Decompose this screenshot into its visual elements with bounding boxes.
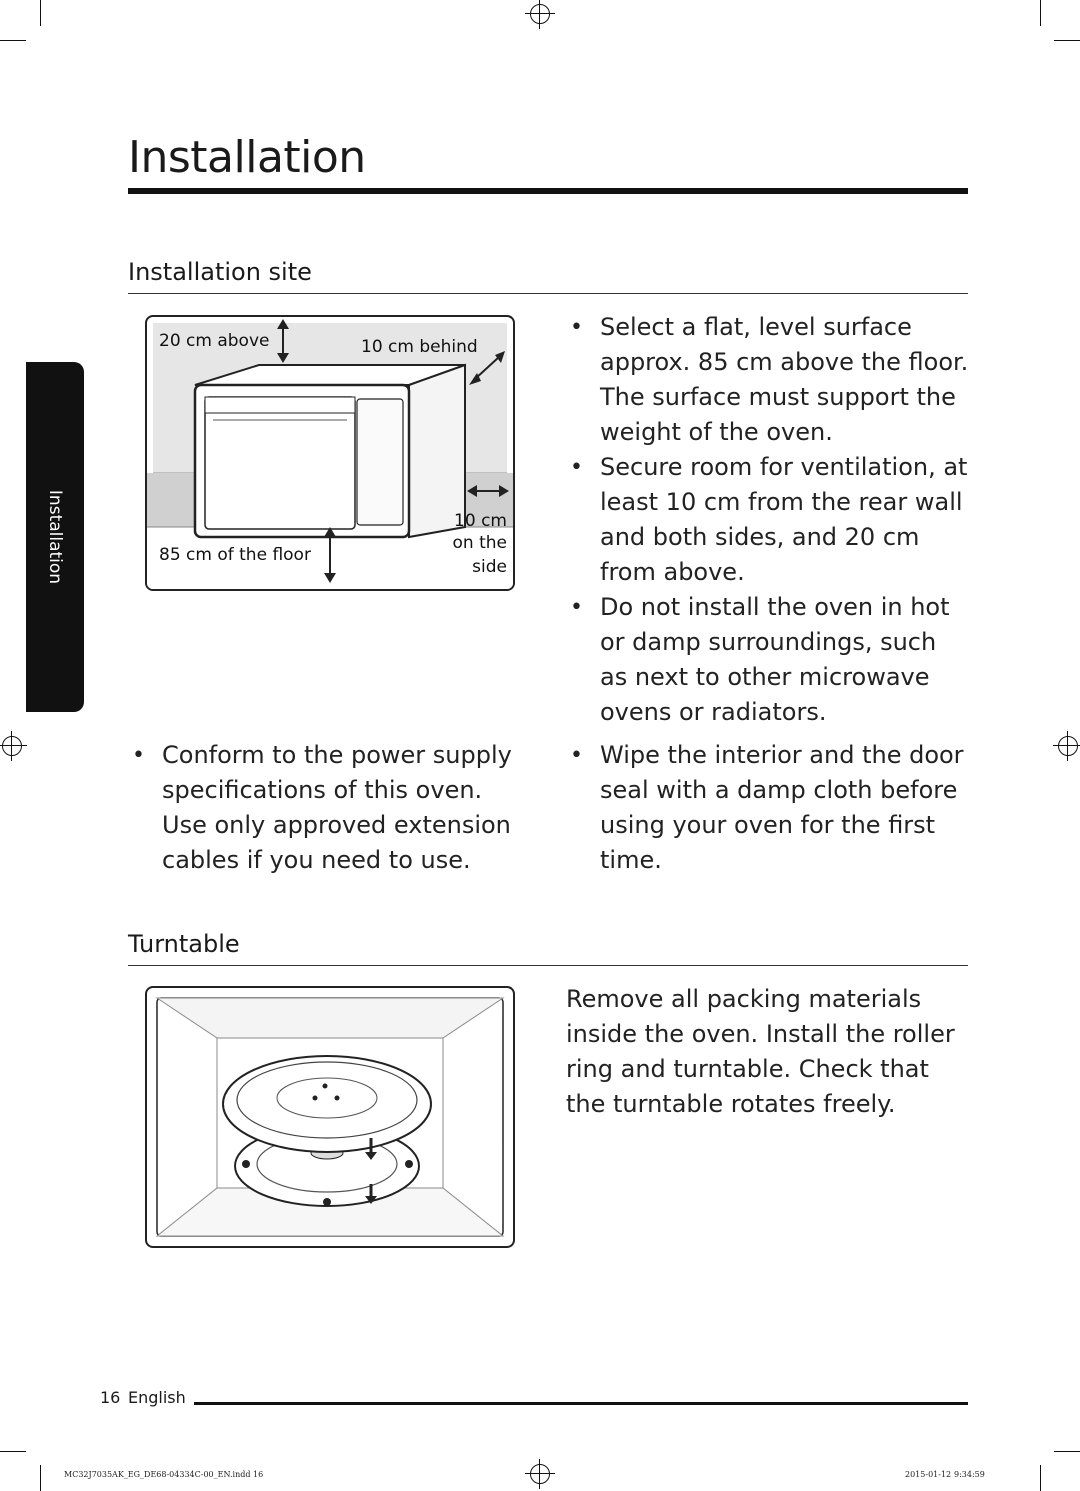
print-date: 2015-01-12 [905, 1470, 952, 1479]
registration-mark-icon [525, 1459, 555, 1489]
crop-mark [0, 1451, 26, 1452]
list-item: Wipe the interior and the door seal with… [566, 738, 970, 878]
label-above: 20 cm above [159, 331, 270, 351]
list-item: Select a flat, level surface approx. 85 … [566, 310, 970, 450]
turntable-figure [145, 986, 515, 1248]
side-tab-label: Installation [45, 489, 65, 585]
registration-mark-icon [0, 731, 27, 761]
page-title: Installation [128, 132, 366, 183]
power-bullet-list: Conform to the power supply specificatio… [128, 738, 520, 878]
section-rule [128, 293, 968, 294]
print-time: 9:34:59 [954, 1470, 985, 1479]
crop-mark [1054, 1451, 1080, 1452]
list-item: Do not install the oven in hot or damp s… [566, 590, 970, 730]
footer-language: English [128, 1388, 186, 1407]
label-behind: 10 cm behind [361, 337, 478, 357]
wipe-bullet-list: Wipe the interior and the door seal with… [566, 738, 970, 878]
section-heading-turntable: Turntable [128, 930, 240, 958]
installation-site-figure: 20 cm above 10 cm behind 10 cm on the si… [145, 315, 515, 591]
registration-mark-icon [525, 0, 555, 29]
crop-mark [0, 40, 26, 41]
list-item: Secure room for ventilation, at least 10… [566, 450, 970, 590]
label-floor: 85 cm of the floor [159, 545, 311, 565]
print-file-name: MC32J7035AK_EG_DE68-04334C-00_EN.indd 16 [64, 1470, 264, 1479]
title-rule [128, 188, 968, 194]
section-heading-installation-site: Installation site [128, 258, 312, 286]
page-number: 16 [100, 1388, 121, 1407]
label-side-2: on the [452, 533, 507, 553]
site-bullet-list: Select a flat, level surface approx. 85 … [566, 310, 970, 730]
side-tab: Installation [26, 362, 84, 712]
crop-mark [40, 0, 41, 26]
crop-mark [1054, 40, 1080, 41]
crop-mark [1040, 0, 1041, 26]
crop-mark [1040, 1465, 1041, 1491]
label-side-3: side [472, 557, 507, 577]
list-item: Conform to the power supply specificatio… [128, 738, 520, 878]
registration-mark-icon [1053, 731, 1080, 761]
turntable-illustration [155, 997, 505, 1237]
crop-mark [40, 1465, 41, 1491]
turntable-text: Remove all packing materials inside the … [566, 985, 955, 1118]
section-rule [128, 965, 968, 966]
oven-placement-illustration [147, 319, 513, 589]
label-side-1: 10 cm [454, 511, 507, 531]
footer-rule [194, 1402, 968, 1405]
